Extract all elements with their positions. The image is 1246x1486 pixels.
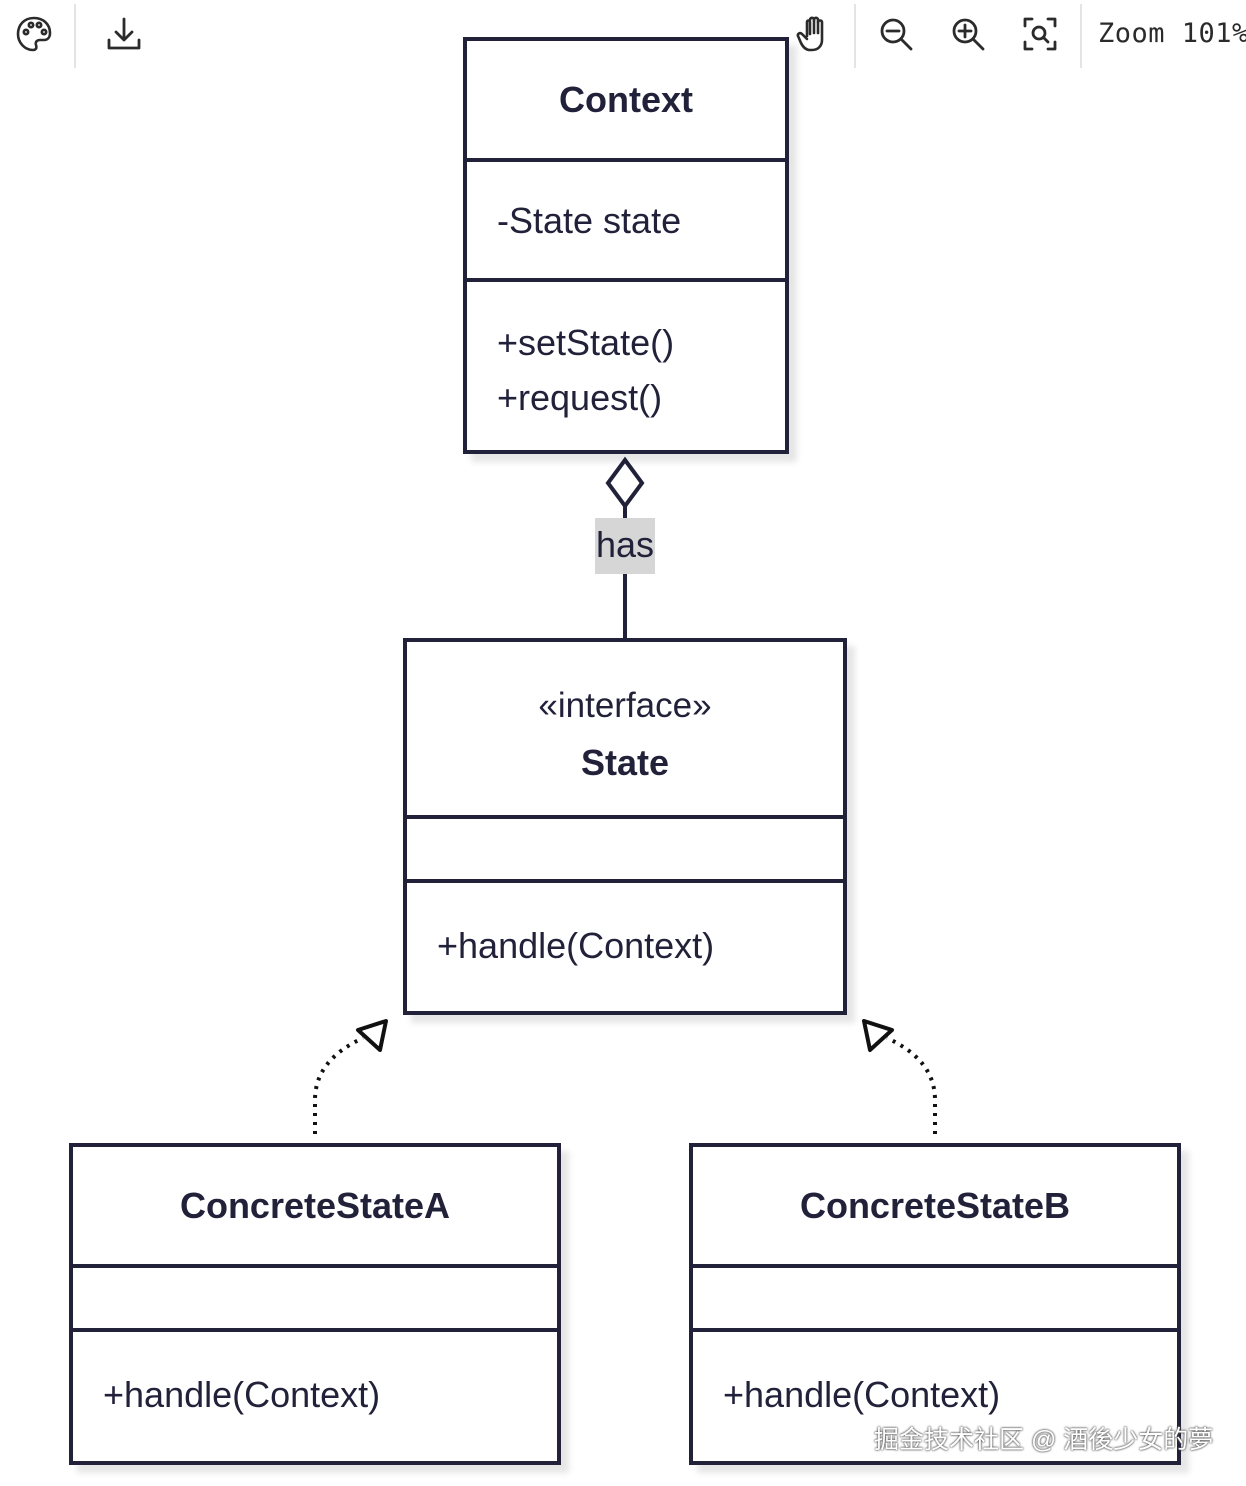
method-request: +request() bbox=[497, 377, 663, 418]
class-context[interactable]: Context -State state +setState() +reques… bbox=[463, 37, 789, 454]
realization-line-b bbox=[886, 1036, 937, 1134]
class-name-section: ConcreteStateA bbox=[73, 1147, 557, 1268]
attributes-section: -State state bbox=[467, 162, 785, 282]
attributes-section bbox=[693, 1268, 1177, 1332]
toolbar-divider bbox=[74, 4, 76, 68]
toolbar-divider bbox=[854, 4, 856, 68]
method-handle: +handle(Context) bbox=[437, 925, 715, 966]
fit-view-button[interactable] bbox=[1018, 12, 1062, 60]
class-name-section: ConcreteStateB bbox=[693, 1147, 1177, 1268]
class-name-context: Context bbox=[559, 78, 693, 120]
download-button[interactable] bbox=[102, 12, 146, 60]
fit-view-icon bbox=[1020, 14, 1060, 59]
class-name-concrete-state-a: ConcreteStateA bbox=[179, 1184, 451, 1226]
class-name-section: Context bbox=[467, 41, 785, 162]
zoom-out-button[interactable] bbox=[874, 12, 918, 60]
watermark-text: 掘金技术社区 @ 酒後少女的夢 bbox=[874, 1426, 1214, 1454]
method-handle: +handle(Context) bbox=[723, 1374, 1001, 1415]
diagram-toolbar: Zoom 101% bbox=[0, 0, 1246, 72]
aggregation-diamond bbox=[605, 456, 645, 510]
hand-pan-icon bbox=[794, 14, 834, 59]
palette-icon bbox=[14, 14, 54, 59]
method-handle: +handle(Context) bbox=[103, 1374, 381, 1415]
relation-label-has: has bbox=[595, 518, 655, 574]
attributes-section bbox=[407, 819, 843, 883]
zoom-in-button[interactable] bbox=[946, 12, 990, 60]
zoom-out-icon bbox=[876, 14, 916, 59]
method-setstate: +setState() bbox=[497, 322, 675, 363]
methods-section: +setState() +request() bbox=[467, 282, 785, 450]
realization-arrowhead-a bbox=[356, 1019, 388, 1052]
class-state[interactable]: «interface» State +handle(Context) bbox=[403, 638, 847, 1015]
theme-button[interactable] bbox=[12, 12, 56, 60]
download-icon bbox=[104, 14, 144, 59]
attribute-state: -State state bbox=[497, 200, 682, 241]
attributes-section bbox=[73, 1268, 557, 1332]
pan-button[interactable] bbox=[792, 12, 836, 60]
class-concrete-state-b[interactable]: ConcreteStateB +handle(Context) bbox=[689, 1143, 1181, 1465]
realization-arrowhead-b bbox=[862, 1019, 894, 1052]
zoom-in-icon bbox=[948, 14, 988, 59]
class-name-state: State bbox=[580, 742, 670, 783]
methods-section: +handle(Context) bbox=[407, 883, 843, 1011]
toolbar-divider bbox=[1080, 4, 1082, 68]
zoom-level-label: Zoom 101% bbox=[1098, 18, 1246, 49]
methods-section: +handle(Context) bbox=[693, 1332, 1177, 1461]
stereotype-interface: «interface» bbox=[538, 686, 712, 725]
methods-section: +handle(Context) bbox=[73, 1332, 557, 1461]
class-name-section: «interface» State bbox=[407, 642, 843, 819]
class-concrete-state-a[interactable]: ConcreteStateA +handle(Context) bbox=[69, 1143, 561, 1465]
class-name-concrete-state-b: ConcreteStateB bbox=[799, 1184, 1071, 1226]
realization-line-a bbox=[313, 1036, 364, 1134]
